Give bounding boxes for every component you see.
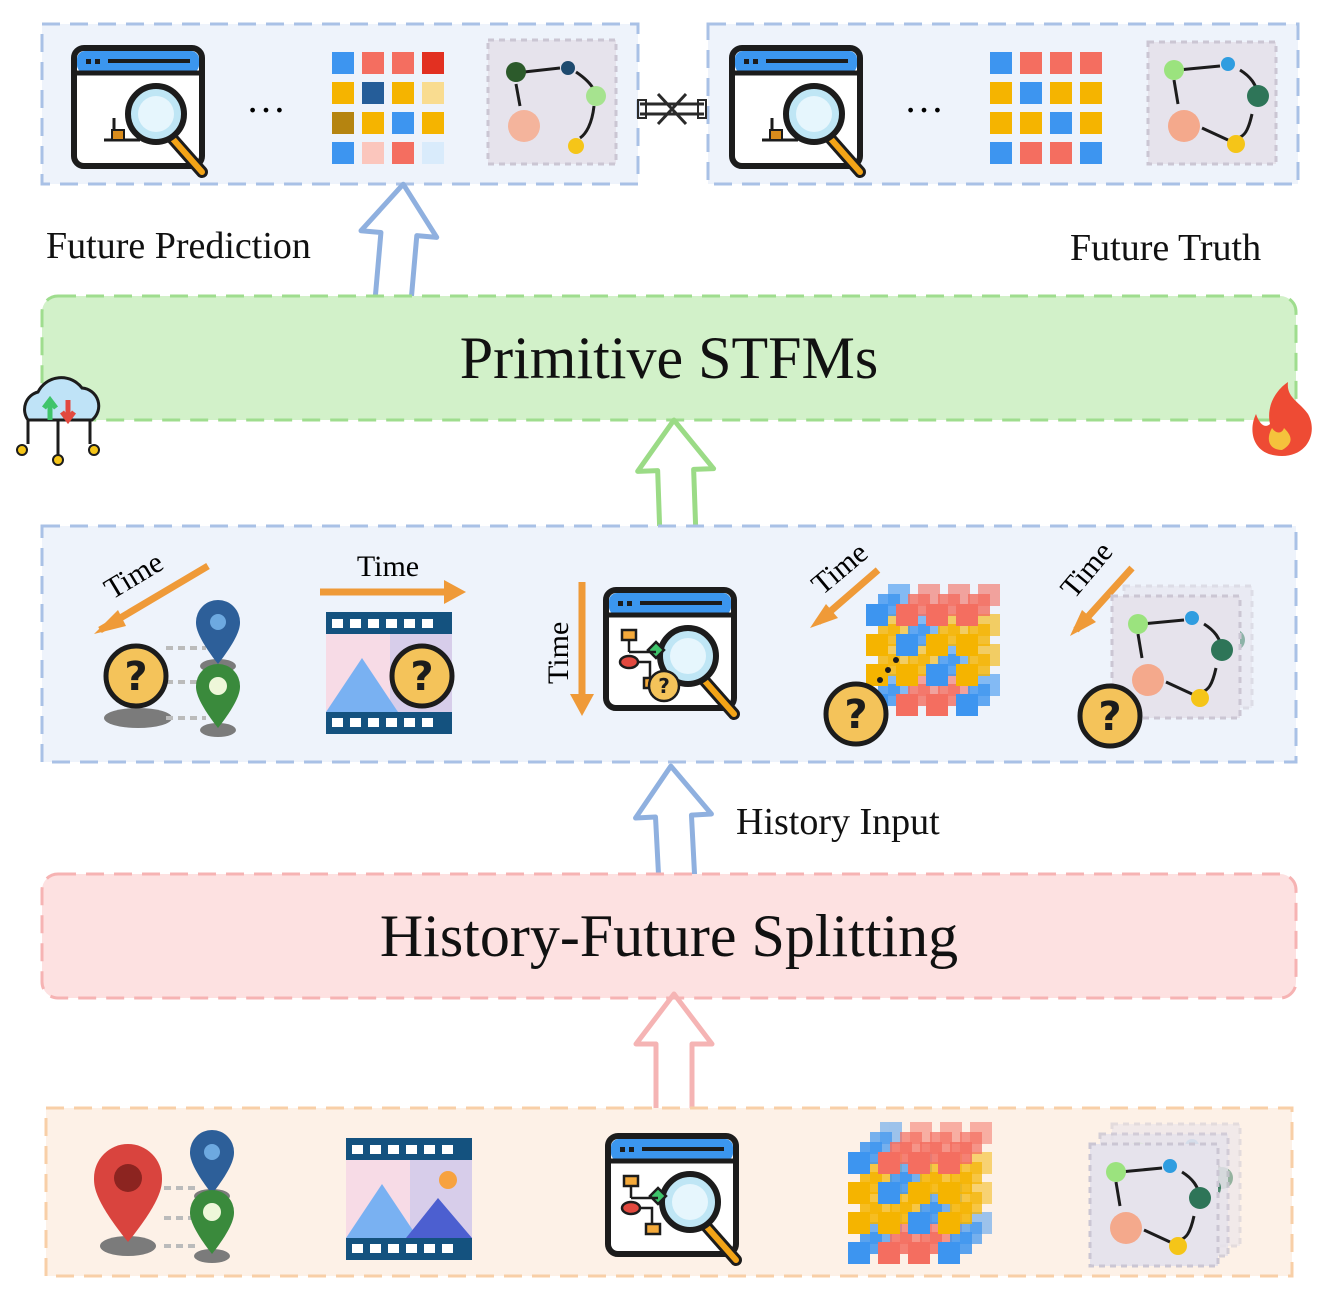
- ellipsis-right: …: [904, 76, 944, 121]
- ellipsis-left: …: [246, 76, 286, 121]
- video-film-icon: [346, 1138, 472, 1260]
- model-title: Primitive STFMs: [459, 325, 879, 391]
- not-equal-icon: [637, 92, 707, 126]
- video-item: Time: [320, 550, 466, 734]
- up-arrow-pink: [636, 994, 712, 1114]
- raw-trajectory-item: [94, 1130, 234, 1263]
- splitting-title: History-Future Splitting: [379, 903, 959, 969]
- history-input-label: History Input: [736, 801, 940, 843]
- question-mark-icon: [392, 646, 452, 706]
- graph-stack-item: Time: [1054, 536, 1254, 746]
- graph-icon: [1146, 40, 1278, 166]
- event-item: Time: [542, 582, 734, 716]
- question-mark-icon: [826, 684, 886, 744]
- future-truth-label: Future Truth: [1070, 227, 1262, 269]
- search-window-icon: [608, 1136, 736, 1260]
- cloud-network-icon: [16, 376, 101, 466]
- future-prediction-label: Future Prediction: [46, 225, 311, 267]
- primitive-stfms-box: [40, 294, 1298, 422]
- up-arrow-blue: [355, 181, 441, 307]
- fire-icon: [1252, 382, 1312, 456]
- search-window-icon: [732, 48, 860, 172]
- up-arrow-blue: [633, 764, 715, 888]
- grid-icon: [332, 52, 444, 164]
- graph-icon: [486, 38, 618, 166]
- up-arrow-green: [636, 419, 716, 542]
- time-label: Time: [357, 550, 419, 583]
- graph-icon: [1088, 1142, 1220, 1268]
- question-mark-icon: [1080, 686, 1140, 746]
- question-mark-icon: [647, 669, 681, 703]
- time-label: Time: [542, 622, 575, 684]
- question-mark-icon: [106, 646, 166, 706]
- search-window-icon: [74, 48, 202, 172]
- raw-grid-stack-item: [848, 1122, 992, 1264]
- raw-graph-stack-item: [1088, 1122, 1242, 1268]
